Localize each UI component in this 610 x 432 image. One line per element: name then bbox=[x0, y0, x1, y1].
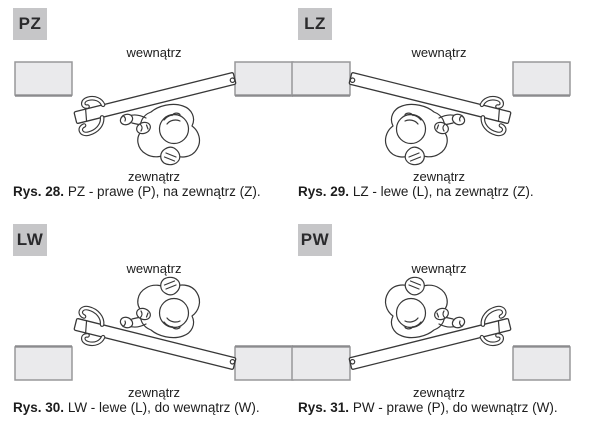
door-swing-diagram bbox=[0, 273, 300, 385]
panel-code-badge: PW bbox=[298, 224, 332, 256]
figure-panel-lz: LZ wewnątrz zewnątrz Rys. 29. LZ - lewe … bbox=[285, 0, 595, 216]
panel-code-badge: LZ bbox=[298, 8, 332, 40]
figure-caption: Rys. 31. PW - prawe (P), do wewnątrz (W)… bbox=[298, 400, 590, 415]
inside-label: wewnątrz bbox=[126, 45, 182, 60]
figure-panel-pw: PW wewnątrz zewnątrz Rys. 31. PW - prawe… bbox=[285, 216, 595, 432]
outside-label: zewnątrz bbox=[412, 169, 466, 184]
figure-panel-lw: LW wewnątrz zewnątrz Rys. 30. LW - lewe … bbox=[0, 216, 310, 432]
figure-panel-pz: PZ wewnątrz zewnątrz Rys. 28. PZ - prawe… bbox=[0, 0, 310, 216]
door-swing-diagram bbox=[0, 57, 300, 169]
door-swing-diagram bbox=[285, 57, 585, 169]
figure-caption-text: LW - lewe (L), do wewnątrz (W). bbox=[67, 400, 260, 415]
panel-code-badge: PZ bbox=[13, 8, 47, 40]
outside-label: zewnątrz bbox=[412, 385, 466, 400]
outside-label: zewnątrz bbox=[127, 169, 181, 184]
figure-caption-text: PZ - prawe (P), na zewnątrz (Z). bbox=[67, 184, 261, 199]
inside-label: wewnątrz bbox=[411, 45, 467, 60]
figure-number: Rys. 31. bbox=[298, 400, 350, 415]
figure-caption: Rys. 29. LZ - lewe (L), na zewnątrz (Z). bbox=[298, 184, 590, 199]
figure-caption: Rys. 28. PZ - prawe (P), na zewnątrz (Z)… bbox=[13, 184, 305, 199]
door-swing-diagram bbox=[285, 273, 585, 385]
figure-caption-text: LZ - lewe (L), na zewnątrz (Z). bbox=[352, 184, 534, 199]
figure-number: Rys. 30. bbox=[13, 400, 65, 415]
figure-number: Rys. 28. bbox=[13, 184, 65, 199]
figure-number: Rys. 29. bbox=[298, 184, 350, 199]
panel-code-badge: LW bbox=[13, 224, 47, 256]
inside-label: wewnątrz bbox=[411, 261, 467, 276]
outside-label: zewnątrz bbox=[127, 385, 181, 400]
figure-caption-text: PW - prawe (P), do wewnątrz (W). bbox=[352, 400, 558, 415]
figure-caption: Rys. 30. LW - lewe (L), do wewnątrz (W). bbox=[13, 400, 305, 415]
inside-label: wewnątrz bbox=[126, 261, 182, 276]
